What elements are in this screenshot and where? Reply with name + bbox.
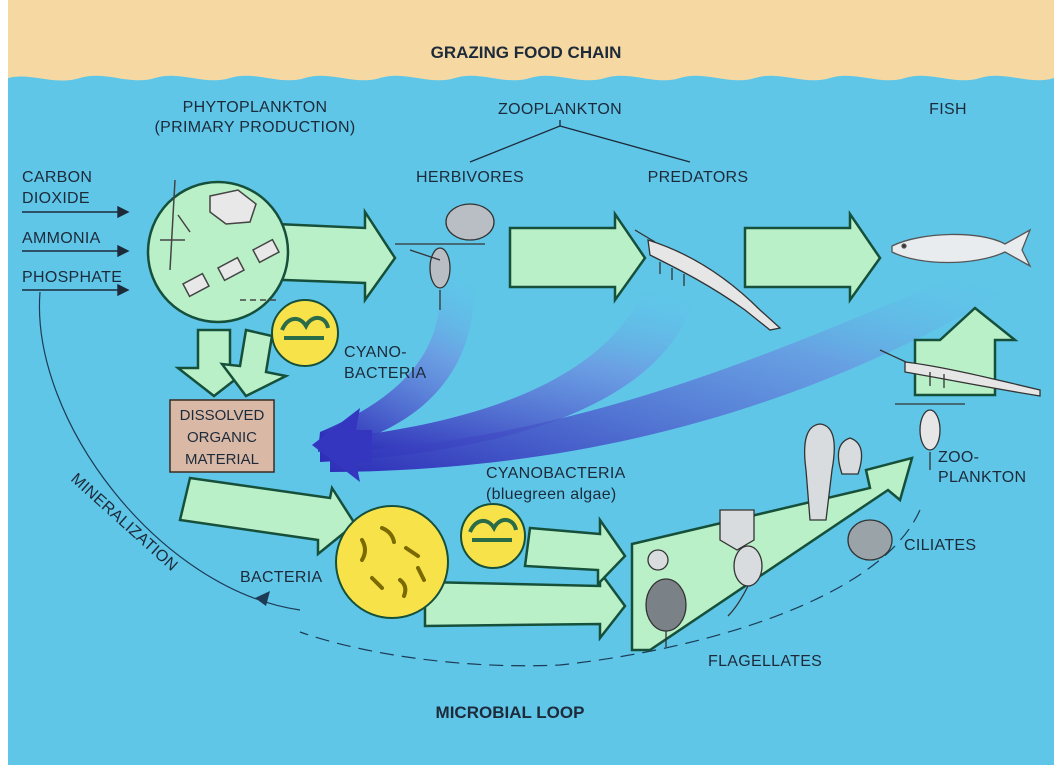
phosphate-label: PHOSPHATE bbox=[22, 269, 122, 286]
microbial-loop-title: MICROBIAL LOOP bbox=[436, 703, 585, 722]
zoo-label: ZOO- bbox=[938, 449, 979, 466]
primary-production-label: (PRIMARY PRODUCTION) bbox=[155, 119, 356, 136]
grazing-food-chain-title: GRAZING FOOD CHAIN bbox=[431, 43, 622, 62]
dom-label-3: MATERIAL bbox=[185, 451, 259, 468]
cyano-upper-label-1: CYANO- bbox=[344, 344, 407, 361]
phytoplankton-label: PHYTOPLANKTON bbox=[183, 99, 328, 116]
dioxide-label: DIOXIDE bbox=[22, 190, 90, 207]
bluegreen-algae-label: (bluegreen algae) bbox=[486, 486, 617, 503]
bacteria-label: BACTERIA bbox=[240, 569, 322, 586]
cyano-upper-label-2: BACTERIA bbox=[344, 365, 426, 382]
herbivores-label: HERBIVORES bbox=[416, 169, 524, 186]
zooplankton-label: ZOOPLANKTON bbox=[498, 101, 622, 118]
herbivore-to-predator-arrow bbox=[510, 214, 645, 300]
carbon-label: CARBON bbox=[22, 169, 92, 186]
cyanobacteria-lower-label: CYANOBACTERIA bbox=[486, 465, 626, 482]
dom-label-1: DISSOLVED bbox=[180, 407, 265, 424]
bacteria-circle bbox=[336, 506, 448, 618]
flagellates-label: FLAGELLATES bbox=[708, 653, 822, 670]
cyanobacteria-upper-circle bbox=[272, 300, 338, 366]
dom-label-2: ORGANIC bbox=[187, 429, 257, 446]
predator-to-fish-arrow bbox=[745, 214, 880, 300]
fish-label: FISH bbox=[929, 101, 967, 118]
ammonia-label: AMMONIA bbox=[22, 230, 101, 247]
cyanobacteria-lower-circle bbox=[461, 504, 525, 568]
plankton-label: PLANKTON bbox=[938, 469, 1026, 486]
predators-label: PREDATORS bbox=[648, 169, 749, 186]
ciliates-label: CILIATES bbox=[904, 537, 976, 554]
sky-surface bbox=[8, 0, 1054, 81]
